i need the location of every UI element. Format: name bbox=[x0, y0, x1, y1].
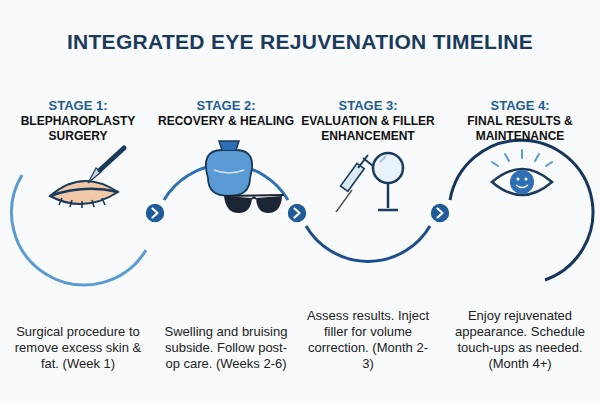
stage-description: Assess results. Inject filler for volume… bbox=[304, 308, 432, 372]
icepack-sunglasses-icon bbox=[206, 141, 284, 213]
stage-column: STAGE 1:BLEPHAROPLASTY SURGERYSurgical p… bbox=[8, 98, 148, 372]
eye-scalpel-icon bbox=[50, 148, 124, 208]
stage-label: STAGE 2: bbox=[158, 98, 294, 114]
diagram-title: INTEGRATED EYE REJUVENATION TIMELINE bbox=[0, 30, 600, 54]
stage-name: FINAL RESULTS & MAINTENANCE bbox=[436, 114, 600, 144]
stage-arc bbox=[12, 175, 146, 285]
syringe-mirror-icon bbox=[336, 153, 403, 212]
stage-column: STAGE 4:FINAL RESULTS & MAINTENANCEEnjoy… bbox=[448, 98, 592, 372]
stage-arc bbox=[450, 140, 593, 280]
happy-eye-icon bbox=[492, 150, 552, 195]
arrow-head bbox=[153, 209, 158, 218]
stage-name: EVALUATION & FILLER ENHANCEMENT bbox=[292, 114, 444, 144]
stage-label: STAGE 3: bbox=[292, 98, 444, 114]
stage-description: Swelling and bruising subside. Follow po… bbox=[162, 324, 290, 372]
stage-heading: STAGE 1:BLEPHAROPLASTY SURGERY bbox=[0, 98, 160, 144]
chevron-marker bbox=[145, 203, 165, 223]
stage-connector-group bbox=[145, 203, 165, 223]
stage-label: STAGE 4: bbox=[436, 98, 600, 114]
stage-name: BLEPHAROPLASTY SURGERY bbox=[0, 114, 160, 144]
stage-label: STAGE 1: bbox=[0, 98, 160, 114]
stage-heading: STAGE 2:RECOVERY & HEALING bbox=[158, 98, 294, 129]
stage-name: RECOVERY & HEALING bbox=[158, 114, 294, 129]
stage-column: STAGE 2:RECOVERY & HEALINGSwelling and b… bbox=[162, 98, 290, 372]
stage-heading: STAGE 3:EVALUATION & FILLER ENHANCEMENT bbox=[292, 98, 444, 144]
stage-connector-group bbox=[430, 203, 450, 223]
chevron-marker bbox=[287, 203, 307, 223]
chevron-marker bbox=[430, 203, 450, 223]
stage-arc bbox=[306, 226, 430, 261]
stage-column: STAGE 3:EVALUATION & FILLER ENHANCEMENTA… bbox=[304, 98, 432, 372]
stage-connector-group bbox=[287, 203, 307, 223]
stage-description: Surgical procedure to remove excess skin… bbox=[8, 324, 148, 372]
stage-description: Enjoy rejuvenated appearance. Schedule t… bbox=[448, 308, 592, 372]
arrow-head bbox=[438, 209, 443, 218]
stage-heading: STAGE 4:FINAL RESULTS & MAINTENANCE bbox=[436, 98, 600, 144]
arrow-head bbox=[295, 209, 300, 218]
